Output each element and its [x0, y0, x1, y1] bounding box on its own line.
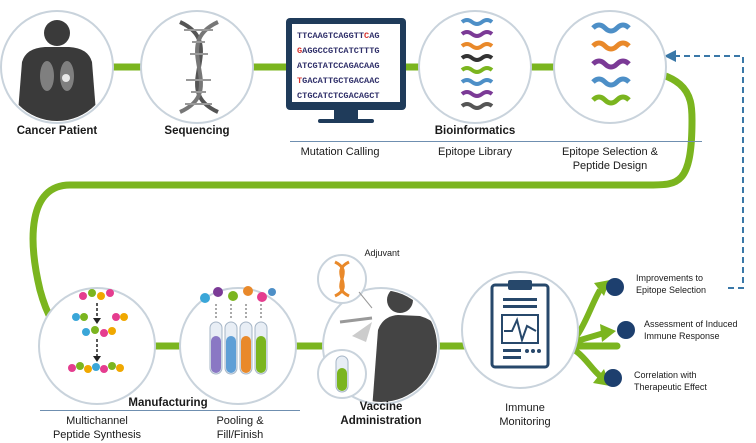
sequencing-node: [140, 10, 254, 124]
outcome-improvements-1: Improvements to: [636, 273, 704, 283]
adjuvant-dna-icon: [334, 260, 350, 298]
pooling-label-1: Pooling &: [216, 415, 264, 427]
clipboard-monitoring-icon: [490, 280, 550, 369]
vial-icon: [335, 355, 349, 393]
adjuvant-label: Adjuvant: [364, 248, 400, 258]
outcome-correlation-2: Therapeutic Effect: [634, 382, 707, 392]
peptide-library-icon: [460, 18, 494, 110]
multichannel-label-2: Peptide Synthesis: [52, 429, 142, 441]
vial-node: [317, 349, 367, 399]
sequence-line: TTCAAGTCAGGTTCAG: [297, 31, 380, 41]
epitope-selection-label-1: Epitope Selection &: [561, 146, 658, 158]
human-silhouette-icon: [17, 20, 97, 121]
pooling-label-2: Fill/Finish: [216, 429, 264, 441]
pooling-node: [179, 286, 297, 405]
vaccine-label-2: Administration: [340, 415, 422, 427]
peptide-synthesis-icon: [68, 289, 128, 373]
epitope-selection-label-2: Peptide Design: [572, 160, 648, 172]
immune-monitoring-label-2: Monitoring: [499, 416, 551, 428]
computer-monitor-icon: TTCAAGTCAGGTTCAG GAGGCCGTCATCTTTG ATCGTATC…: [286, 18, 406, 123]
immune-monitoring-node: [461, 271, 579, 389]
outcome-dot-assessment: [617, 321, 635, 339]
sequence-line: TGACATTGCTGACAAC: [297, 76, 380, 86]
manufacturing-label: Manufacturing: [128, 397, 208, 409]
cancer-patient-label: Cancer Patient: [16, 125, 98, 137]
mutation-calling-label: Mutation Calling: [300, 146, 380, 158]
dna-helix-icon: [179, 20, 219, 114]
peptide-selection-icon: [591, 22, 631, 106]
epitope-library-node: [418, 10, 532, 124]
immune-monitoring-label-1: Immune: [505, 402, 545, 414]
epitope-selection-node: [553, 10, 667, 124]
sequencing-label: Sequencing: [164, 125, 230, 137]
outcome-correlation-1: Correlation with: [634, 370, 697, 380]
peptide-synthesis-node: [38, 287, 156, 405]
outcome-assessment-2: Immune Response: [644, 331, 720, 341]
adjuvant-pointer: [358, 291, 373, 309]
outcome-assessment-1: Assessment of Induced: [644, 319, 738, 329]
bioinformatics-divider: [290, 141, 702, 142]
cancer-patient-node: [0, 10, 114, 124]
outcome-dot-correlation: [604, 369, 622, 387]
bioinformatics-label: Bioinformatics: [434, 125, 516, 137]
adjuvant-node: [317, 254, 367, 304]
epitope-library-label: Epitope Library: [438, 146, 512, 158]
sequence-line: ATCGTATCCAGACAAG: [297, 61, 380, 71]
manufacturing-divider: [40, 410, 300, 411]
outcome-dot-improvements: [606, 278, 624, 296]
vaccine-label-1: Vaccine: [359, 401, 403, 413]
multichannel-label-1: Multichannel: [66, 415, 128, 427]
sequence-line: GAGGCCGTCATCTTTG: [297, 46, 380, 56]
sequence-line: CTGCATCTCGACAGCT: [297, 91, 380, 101]
test-tubes-icon: [200, 286, 276, 375]
feedback-arrow: [664, 50, 744, 289]
outcome-improvements-2: Epitope Selection: [636, 285, 707, 295]
